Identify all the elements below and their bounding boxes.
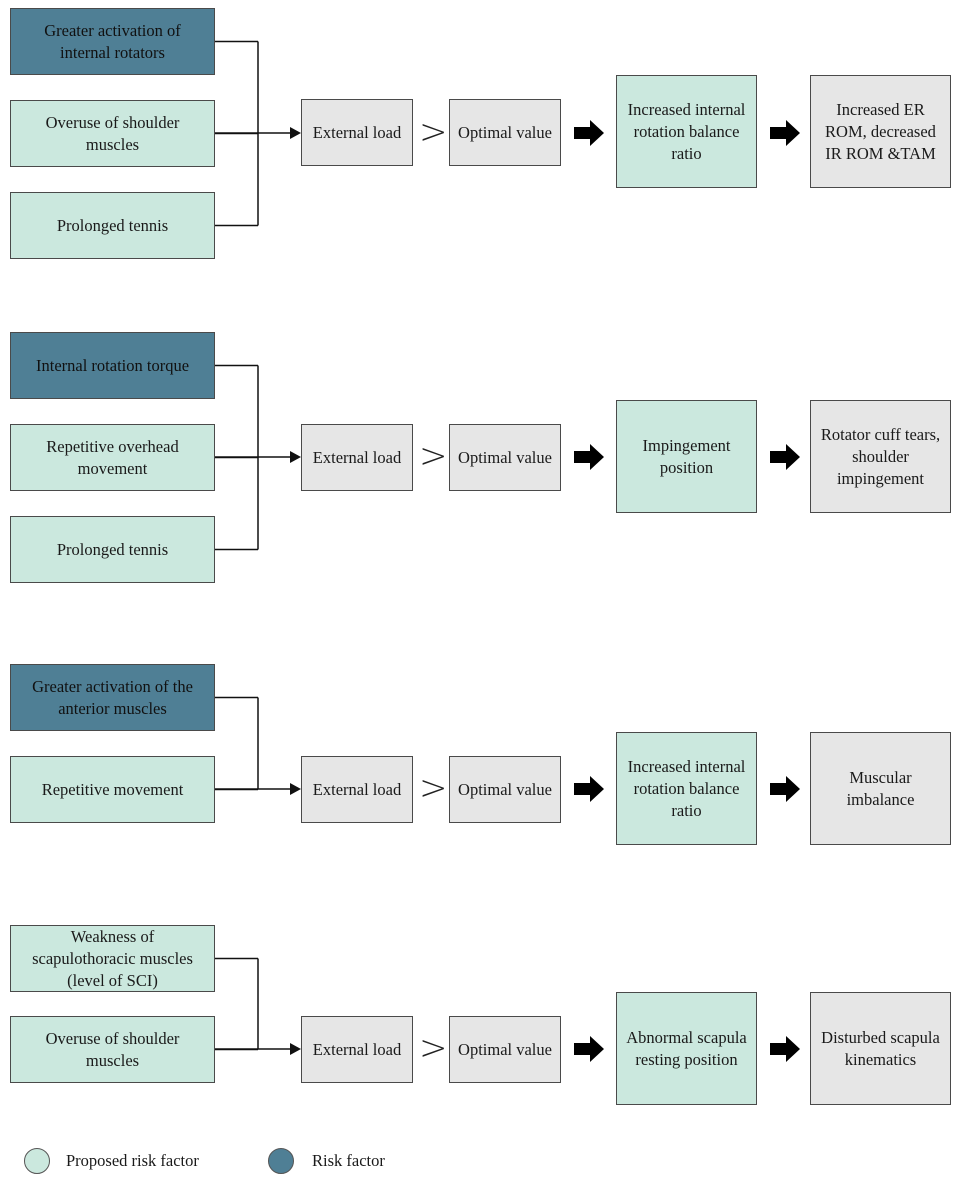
external-load-box-label: External load: [312, 122, 402, 142]
mechanism-box-label: Increased internal rotation balance rati…: [627, 756, 746, 820]
proposed-risk-factor-box: Prolonged tennis: [10, 192, 215, 259]
proposed-risk-factor-box: Weakness of scapulothoracic muscles (lev…: [10, 925, 215, 992]
external-load-box-label: External load: [312, 447, 402, 467]
risk-factor-box: Greater activation of the anterior muscl…: [10, 664, 215, 731]
risk-factor-box-label: Greater activation of internal rotators: [44, 20, 181, 62]
proposed-risk-factor-box-label: Repetitive overhead movement: [46, 436, 179, 478]
proposed-risk-factor-box: Repetitive movement: [10, 756, 215, 823]
proposed-risk-factor-box: Overuse of shoulder muscles: [10, 1016, 215, 1083]
arrowhead: [290, 783, 301, 795]
block-arrow: [770, 776, 800, 802]
proposed-risk-factor-box-label: Weakness of scapulothoracic muscles (lev…: [32, 926, 193, 990]
greater-than-sign: >: [419, 436, 448, 476]
legend-risk-swatch: [268, 1148, 294, 1174]
mechanism-box: Increased internal rotation balance rati…: [616, 732, 757, 845]
block-arrow: [574, 1036, 604, 1062]
outcome-box: Increased ER ROM, decreased IR ROM &TAM: [810, 75, 951, 188]
outcome-box-label: Rotator cuff tears, shoulder impingement: [820, 424, 941, 488]
proposed-risk-factor-box-label: Prolonged tennis: [56, 215, 169, 235]
greater-than-sign: >: [419, 768, 448, 808]
proposed-risk-factor-box: Overuse of shoulder muscles: [10, 100, 215, 167]
mechanism-box-label: Increased internal rotation balance rati…: [627, 99, 746, 163]
block-arrow: [574, 120, 604, 146]
greater-than-sign: >: [419, 1028, 448, 1068]
external-load-box-label: External load: [312, 1039, 402, 1059]
proposed-risk-factor-box-label: Repetitive movement: [41, 779, 184, 799]
proposed-risk-factor-box-label: Overuse of shoulder muscles: [45, 1028, 180, 1070]
block-arrow: [574, 444, 604, 470]
block-arrow: [770, 444, 800, 470]
external-load-box: External load: [301, 424, 413, 491]
optimal-value-box: Optimal value: [449, 756, 561, 823]
outcome-box: Muscular imbalance: [810, 732, 951, 845]
risk-factor-box-label: Internal rotation torque: [35, 355, 190, 375]
block-arrow: [770, 1036, 800, 1062]
outcome-box-label: Disturbed scapula kinematics: [821, 1027, 940, 1069]
mechanism-box: Increased internal rotation balance rati…: [616, 75, 757, 188]
legend-label: Risk factor: [312, 1151, 385, 1170]
outcome-box-label: Increased ER ROM, decreased IR ROM &TAM: [825, 99, 936, 163]
outcome-box: Disturbed scapula kinematics: [810, 992, 951, 1105]
risk-factor-box: Greater activation of internal rotators: [10, 8, 215, 75]
external-load-box: External load: [301, 1016, 413, 1083]
proposed-risk-factor-box-label: Prolonged tennis: [56, 539, 169, 559]
arrowhead: [290, 127, 301, 139]
proposed-risk-factor-box: Repetitive overhead movement: [10, 424, 215, 491]
optimal-value-box-label: Optimal value: [458, 779, 552, 799]
optimal-value-box-label: Optimal value: [458, 122, 552, 142]
outcome-box-label: Muscular imbalance: [846, 767, 915, 809]
risk-factor-box: Internal rotation torque: [10, 332, 215, 399]
external-load-box-label: External load: [312, 779, 402, 799]
block-arrow: [770, 120, 800, 146]
mechanism-box-label: Abnormal scapula resting position: [626, 1027, 747, 1069]
arrowhead: [290, 1043, 301, 1055]
optimal-value-box: Optimal value: [449, 1016, 561, 1083]
mechanism-box: Abnormal scapula resting position: [616, 992, 757, 1105]
optimal-value-box-label: Optimal value: [458, 447, 552, 467]
legend-label: Proposed risk factor: [66, 1151, 199, 1170]
arrowhead: [290, 451, 301, 463]
proposed-risk-factor-box: Prolonged tennis: [10, 516, 215, 583]
legend-proposed-swatch: [24, 1148, 50, 1174]
optimal-value-box-label: Optimal value: [458, 1039, 552, 1059]
optimal-value-box: Optimal value: [449, 99, 561, 166]
proposed-risk-factor-box-label: Overuse of shoulder muscles: [45, 112, 180, 154]
external-load-box: External load: [301, 99, 413, 166]
optimal-value-box: Optimal value: [449, 424, 561, 491]
external-load-box: External load: [301, 756, 413, 823]
mechanism-box: Impingement position: [616, 400, 757, 513]
greater-than-sign: >: [419, 112, 448, 152]
mechanism-box-label: Impingement position: [642, 435, 731, 477]
block-arrow: [574, 776, 604, 802]
risk-factor-box-label: Greater activation of the anterior muscl…: [32, 676, 193, 718]
outcome-box: Rotator cuff tears, shoulder impingement: [810, 400, 951, 513]
